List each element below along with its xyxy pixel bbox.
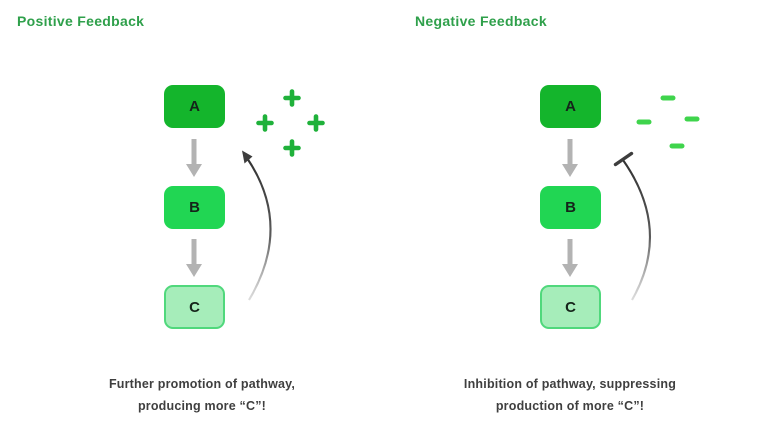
- positive-feedback-arrow-icon: [242, 150, 272, 301]
- negative-caption-line1: Inhibition of pathway, suppressing: [463, 377, 677, 391]
- node-c: C: [540, 285, 601, 329]
- pathway-arrow-a-b-icon: [186, 139, 202, 177]
- node-c: C: [164, 285, 225, 329]
- minus-icon: [669, 143, 685, 149]
- node-c-label: C: [565, 298, 576, 316]
- positive-panel-title: Positive Feedback: [17, 13, 145, 29]
- negative-diagram-layer: [562, 95, 700, 301]
- node-c-label: C: [189, 298, 200, 316]
- pathway-arrow-b-c-icon: [186, 239, 202, 277]
- node-b: B: [164, 186, 225, 229]
- plus-icon: [256, 114, 274, 132]
- plus-icon: [283, 139, 301, 157]
- negative-caption: Inhibition of pathway, suppressing produ…: [420, 373, 720, 417]
- plus-icon: [307, 114, 325, 132]
- negative-feedback-panel: Negative Feedback: [384, 0, 768, 438]
- node-a: A: [540, 85, 601, 128]
- pathway-arrow-b-c-icon: [562, 239, 578, 277]
- node-b-label: B: [189, 199, 200, 216]
- pathway-arrow-a-b-icon: [562, 139, 578, 177]
- negative-panel-title: Negative Feedback: [415, 13, 547, 29]
- negative-feedback-inhibition-icon: [613, 151, 652, 301]
- node-a-label: A: [189, 98, 200, 115]
- plus-icon: [283, 89, 301, 107]
- node-a-label: A: [565, 98, 576, 115]
- plus-icons: [256, 89, 325, 157]
- minus-icon: [660, 95, 676, 101]
- negative-caption-line2: production of more “C”!: [495, 399, 645, 413]
- minus-icon: [684, 116, 700, 122]
- positive-feedback-panel: Positive Feedback: [17, 13, 352, 417]
- minus-icon: [636, 119, 652, 125]
- node-a: A: [164, 85, 225, 128]
- node-b: B: [540, 186, 601, 229]
- node-b-label: B: [565, 199, 576, 216]
- positive-caption-line2: producing more “C”!: [137, 399, 267, 413]
- positive-caption: Further promotion of pathway, producing …: [52, 373, 352, 417]
- minus-icons: [636, 95, 700, 149]
- positive-caption-line1: Further promotion of pathway,: [108, 377, 296, 391]
- positive-diagram-layer: [186, 89, 325, 301]
